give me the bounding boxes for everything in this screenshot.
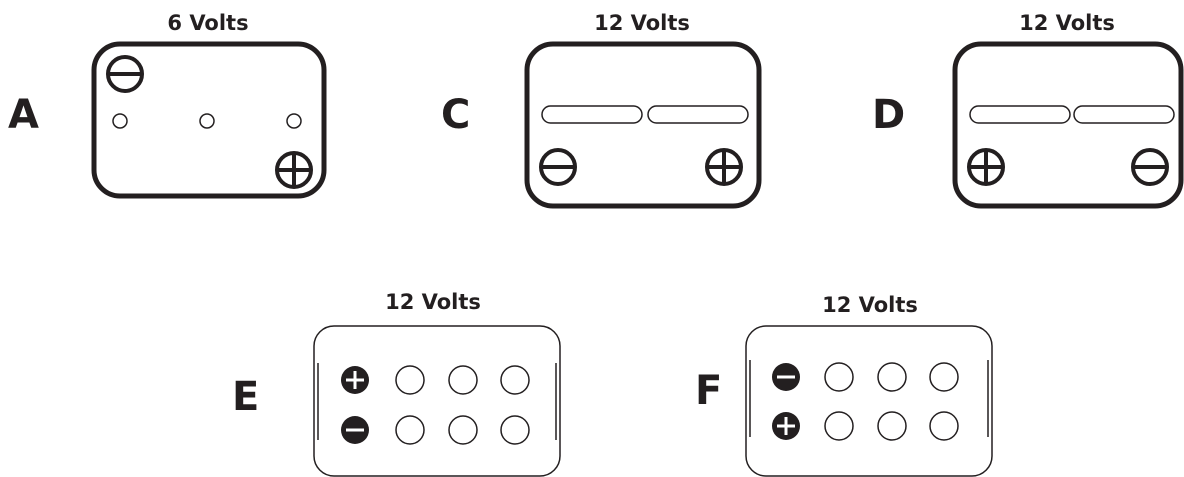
battery-a-case <box>91 41 327 199</box>
battery-e-case <box>313 325 561 477</box>
vent-cap <box>824 411 854 441</box>
battery-d-letter: D <box>872 92 905 138</box>
battery-e-letter: E <box>232 374 259 420</box>
battery-c-cell-cover <box>647 105 749 124</box>
vent-cap <box>199 113 215 129</box>
battery-c-voltage: 12 Volts <box>594 11 690 35</box>
battery-e-voltage: 12 Volts <box>385 290 481 314</box>
vent-cap <box>929 362 959 392</box>
vent-cap <box>395 415 425 445</box>
battery-c-positive-terminal-icon <box>705 148 743 186</box>
vent-cap <box>500 415 530 445</box>
battery-e-vent-caps <box>395 365 530 445</box>
battery-d-case <box>952 41 1184 209</box>
battery-f-voltage: 12 Volts <box>822 293 918 317</box>
vent-cap <box>824 362 854 392</box>
battery-d: D 12 Volts <box>872 11 1184 209</box>
battery-e-positive-terminal-icon <box>341 366 369 394</box>
battery-f: F 12 Volts <box>695 293 993 477</box>
battery-d-positive-terminal-icon <box>967 148 1005 186</box>
battery-f-vent-caps <box>824 362 959 441</box>
battery-f-case <box>745 325 993 477</box>
battery-a-vent-caps <box>112 113 302 129</box>
battery-a-voltage: 6 Volts <box>167 11 248 35</box>
battery-d-cell-cover <box>969 105 1071 124</box>
battery-a-negative-terminal-icon <box>106 55 144 93</box>
battery-c-letter: C <box>441 92 470 138</box>
battery-d-voltage: 12 Volts <box>1019 11 1115 35</box>
vent-cap <box>395 365 425 395</box>
battery-f-negative-terminal-icon <box>772 363 800 391</box>
battery-a-positive-terminal-icon <box>275 151 313 189</box>
vent-cap <box>877 362 907 392</box>
vent-cap <box>112 113 128 129</box>
battery-d-negative-terminal-icon <box>1131 148 1169 186</box>
battery-c-cell-cover <box>541 105 643 124</box>
battery-a-letter: A <box>8 92 39 138</box>
battery-a: A 6 Volts <box>8 11 327 199</box>
vent-cap <box>448 415 478 445</box>
battery-f-letter: F <box>695 368 722 414</box>
battery-d-cell-cover <box>1073 105 1175 124</box>
vent-cap <box>929 411 959 441</box>
battery-e: E 12 Volts <box>232 290 561 477</box>
battery-c-case <box>524 41 762 209</box>
vent-cap <box>500 365 530 395</box>
vent-cap <box>286 113 302 129</box>
battery-c: C 12 Volts <box>441 11 762 209</box>
vent-cap <box>877 411 907 441</box>
battery-c-negative-terminal-icon <box>539 148 577 186</box>
battery-e-negative-terminal-icon <box>341 416 369 444</box>
vent-cap <box>448 365 478 395</box>
battery-f-positive-terminal-icon <box>772 412 800 440</box>
